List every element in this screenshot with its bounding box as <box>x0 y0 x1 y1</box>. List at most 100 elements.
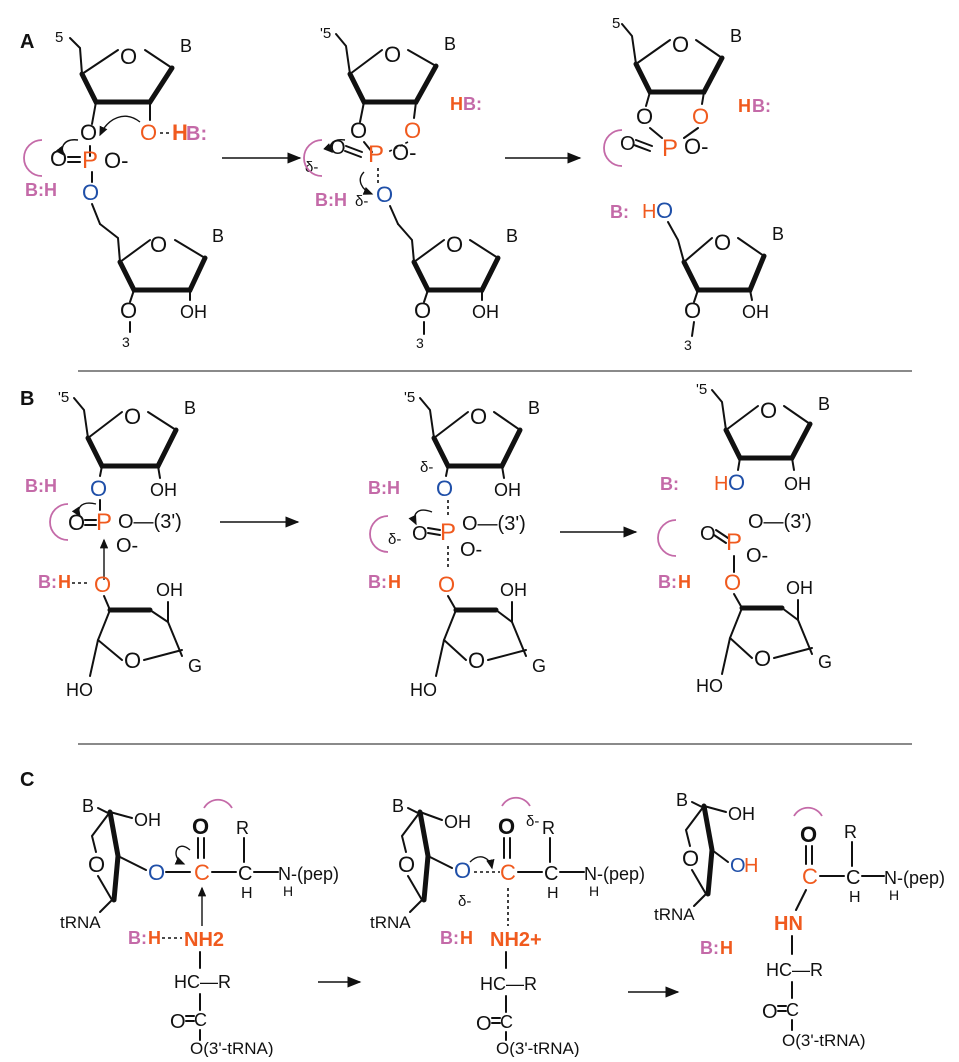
base-b-colon: B: <box>186 123 207 145</box>
ester-carbon: C <box>194 1010 207 1030</box>
base-label: B <box>772 224 784 244</box>
ester-trna: O(3'-tRNA) <box>496 1039 580 1057</box>
ring-oxygen: O <box>150 232 167 257</box>
ester-trna: O(3'-tRNA) <box>782 1031 866 1050</box>
ammonium: NH2+ <box>490 929 542 951</box>
delta-minus: δ- <box>526 813 539 830</box>
side-chain-r: R <box>844 822 857 842</box>
ring-oxygen: O <box>124 648 141 673</box>
five-prime-label: '5 <box>696 381 707 398</box>
ring-oxygen: O <box>672 32 689 57</box>
trna-label: tRNA <box>370 913 411 932</box>
h-proton: H <box>460 928 473 948</box>
base-label: B <box>212 226 224 246</box>
base-b: B: <box>128 928 147 948</box>
base-b: B: <box>610 202 629 222</box>
acid-bh: B:H <box>25 476 57 496</box>
two-prime-oh: OH <box>134 810 161 830</box>
alpha-carbon-r: HC—R <box>766 960 823 980</box>
alpha-h: H <box>241 885 253 902</box>
base-b: B: <box>440 928 459 948</box>
alpha-carbon-r: HC—R <box>480 974 537 994</box>
ester-carbon: C <box>786 1000 799 1020</box>
n-h: H <box>889 887 899 903</box>
carbonyl-carbon: C <box>194 860 210 885</box>
five-prime-label: '5 <box>404 389 415 406</box>
base-label: B <box>730 26 742 46</box>
panel-label-c: C <box>20 769 34 791</box>
phos-oxygen: O <box>700 523 716 545</box>
o2-nucleophile: O <box>438 572 455 597</box>
h-proton: H <box>172 120 188 145</box>
carbonyl-oxygen: O <box>498 814 515 839</box>
h-proton: H <box>388 572 401 592</box>
ring-oxygen: O <box>470 404 487 429</box>
acid-bh: B:H <box>25 180 57 200</box>
base-label: B <box>506 226 518 246</box>
base-label: B <box>818 394 830 414</box>
five-prime-ho: HO <box>696 676 723 696</box>
ester-carbonyl-o: O <box>762 1001 778 1023</box>
h-proton: H <box>720 938 733 958</box>
guanine-label: G <box>818 652 832 672</box>
base-label: B <box>676 790 688 810</box>
alpha-carbon: C <box>544 863 558 885</box>
phos-oxygen: O <box>412 523 428 545</box>
b1-reactant: '5 O B OH O B:H O P O—(3') O- B: H O OH … <box>25 389 202 700</box>
o3-oxygen: O <box>414 298 431 323</box>
o2-cyclic: O <box>724 570 741 595</box>
base-label: B <box>528 398 540 418</box>
o3-hydroxyl: O <box>728 470 745 495</box>
h-proton: H <box>450 94 463 114</box>
base-label: B <box>444 34 456 54</box>
phos-o-minus: O- <box>684 134 708 159</box>
two-prime-oh: OH <box>444 812 471 832</box>
two-prime-oh: OH <box>472 302 499 322</box>
phosphorus: P <box>96 509 112 536</box>
ring-oxygen: O <box>398 852 415 877</box>
base-b: B: <box>658 572 677 592</box>
ring-oxygen: O <box>682 846 699 871</box>
five-prime-label: 5 <box>612 15 620 32</box>
delta-minus: δ- <box>355 193 368 210</box>
side-chain-r: R <box>542 818 555 838</box>
two-prime-oh: OH <box>150 480 177 500</box>
guanine-label: G <box>188 656 202 676</box>
alpha-h: H <box>547 885 559 902</box>
o2-nucleophile: O <box>404 118 421 143</box>
trna-label: tRNA <box>60 913 101 932</box>
h-proton: H <box>642 201 656 223</box>
amide-nh: HN <box>774 913 803 935</box>
a2-transition-state: '5 O B O O H B: O P O- δ- B:H δ- O O B O… <box>303 25 518 351</box>
n-peptide: N-(pep) <box>584 864 645 884</box>
phosphorus: P <box>662 135 678 162</box>
ester-carbon: C <box>500 1012 513 1032</box>
phosphorus: P <box>368 141 384 168</box>
n-peptide: N-(pep) <box>884 868 945 888</box>
base-label: B <box>82 796 94 816</box>
phos-o-minus: O- <box>460 539 482 561</box>
carbonyl-oxygen: O <box>192 814 209 839</box>
base-b: B: <box>700 938 719 958</box>
five-prime-label: '5 <box>320 25 331 42</box>
carbonyl-carbon: C <box>500 860 516 885</box>
n-peptide: N-(pep) <box>278 864 339 884</box>
base-b: B: <box>660 474 679 494</box>
ring-oxygen: O <box>446 232 463 257</box>
b2-transition-state: '5 O B OH O δ- B:H O δ- P O—(3') O- B: H… <box>368 389 546 700</box>
five-prime-ho: HO <box>66 680 93 700</box>
side-chain-r: R <box>236 818 249 838</box>
guanine-label: G <box>532 656 546 676</box>
o-3prime: O—(3') <box>748 511 812 533</box>
o5-leaving: O <box>82 180 99 205</box>
base-b-colon: B: <box>463 94 482 114</box>
o3-oxygen: O <box>684 298 701 323</box>
phos-oxygen: O <box>68 510 85 535</box>
h-proton: H <box>58 572 71 592</box>
c1-reactant: B O OH O tRNA C O C H R N-(pep) H B: H N… <box>60 796 339 1058</box>
phosphorus: P <box>440 519 456 546</box>
o3-oxygen: O <box>350 118 367 143</box>
five-prime-label: 5 <box>55 29 63 46</box>
ring-oxygen: O <box>468 648 485 673</box>
